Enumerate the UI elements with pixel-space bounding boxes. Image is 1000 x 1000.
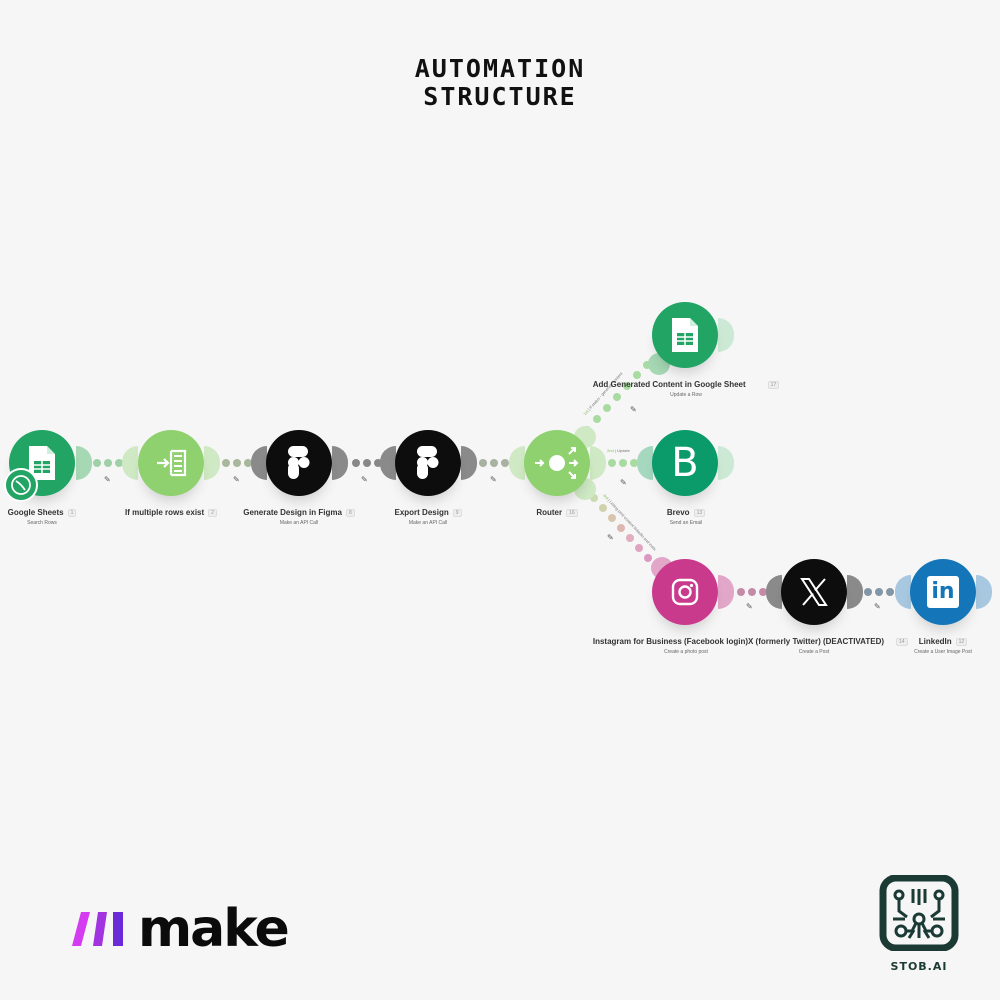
node-x[interactable] <box>781 559 847 625</box>
node-action: Make an API Call <box>279 520 319 526</box>
node-figma-generate[interactable] <box>266 430 332 496</box>
output-handle[interactable] <box>76 446 92 480</box>
page-title: AUTOMATION STRUCTURE <box>0 55 1000 111</box>
output-handle[interactable] <box>976 575 992 609</box>
module-number-badge: 13 <box>693 508 706 517</box>
module-number-badge: 14 <box>896 637 908 646</box>
router-icon <box>535 447 579 479</box>
schedule-clock-icon[interactable] <box>4 468 38 502</box>
circuit-chip-icon <box>879 874 959 952</box>
node-instagram[interactable] <box>652 559 718 625</box>
wrench-icon[interactable]: ✎ <box>490 475 497 484</box>
node-action: Send an Email <box>669 520 703 526</box>
title-line-1: AUTOMATION <box>414 54 586 83</box>
node-action: Create a User Image Post <box>914 649 972 655</box>
wrench-icon[interactable]: ✎ <box>620 478 627 487</box>
route-handle-2[interactable] <box>590 446 606 480</box>
instagram-icon <box>671 578 699 606</box>
output-handle[interactable] <box>204 446 220 480</box>
module-number-badge: 17 <box>767 380 780 389</box>
node-sheets-update[interactable] <box>652 302 718 368</box>
node-linkedin[interactable]: in <box>910 559 976 625</box>
node-label: Instagram for Business (Facebook login) <box>592 637 748 646</box>
node-action: Make an API Call <box>408 520 448 526</box>
input-handle[interactable] <box>895 575 911 609</box>
make-logo-icon <box>72 912 123 946</box>
node-action: Create a Post <box>798 649 830 655</box>
node-figma-export[interactable] <box>395 430 461 496</box>
output-handle[interactable] <box>461 446 477 480</box>
wrench-icon[interactable]: ✎ <box>104 475 111 484</box>
module-number-badge: 8 <box>345 508 355 517</box>
brevo-icon: B <box>671 440 699 486</box>
input-handle[interactable] <box>251 446 267 480</box>
output-handle[interactable] <box>332 446 348 480</box>
module-number-badge: 12 <box>955 637 968 646</box>
input-handle[interactable] <box>122 446 138 480</box>
node-action: Create a photo post <box>664 649 708 655</box>
linkedin-icon: in <box>927 576 959 608</box>
module-number-badge: 16 <box>566 508 578 517</box>
input-handle[interactable] <box>509 446 525 480</box>
figma-icon <box>417 446 439 479</box>
output-handle[interactable] <box>718 575 734 609</box>
output-handle[interactable] <box>847 575 863 609</box>
output-handle[interactable] <box>718 446 734 480</box>
stob-wordmark: STOB.AI <box>890 960 948 973</box>
wrench-icon[interactable]: ✎ <box>361 475 368 484</box>
wrench-icon[interactable]: ✎ <box>874 602 881 611</box>
module-number-badge: 1 <box>67 508 77 517</box>
x-icon <box>800 578 828 606</box>
stob-logo: STOB.AI <box>878 874 960 973</box>
node-router[interactable] <box>524 430 590 496</box>
node-iterator[interactable] <box>138 430 204 496</box>
input-handle[interactable] <box>766 575 782 609</box>
module-number-badge: 9 <box>452 508 462 517</box>
iterator-icon <box>157 449 187 477</box>
output-handle[interactable] <box>718 318 734 352</box>
node-brevo[interactable]: B <box>652 430 718 496</box>
title-line-2: STRUCTURE <box>423 82 577 111</box>
figma-icon <box>288 446 310 479</box>
make-logo: make <box>72 899 290 959</box>
google-sheets-icon <box>29 446 55 480</box>
route-filter-2[interactable]: 2nd | Update <box>607 448 630 453</box>
wrench-icon[interactable]: ✎ <box>607 533 614 542</box>
module-number-badge: 2 <box>208 508 217 517</box>
wrench-icon[interactable]: ✎ <box>233 475 240 484</box>
node-label: X (formerly Twitter) (DEACTIVATED)14 <box>748 637 918 646</box>
input-handle[interactable] <box>380 446 396 480</box>
node-action: Update a Row <box>670 392 702 398</box>
make-wordmark: make <box>138 899 290 959</box>
wrench-icon[interactable]: ✎ <box>630 405 637 414</box>
input-handle[interactable] <box>637 446 653 480</box>
node-action: Search Rows <box>27 520 57 526</box>
google-sheets-icon <box>672 318 698 352</box>
wrench-icon[interactable]: ✎ <box>746 602 753 611</box>
